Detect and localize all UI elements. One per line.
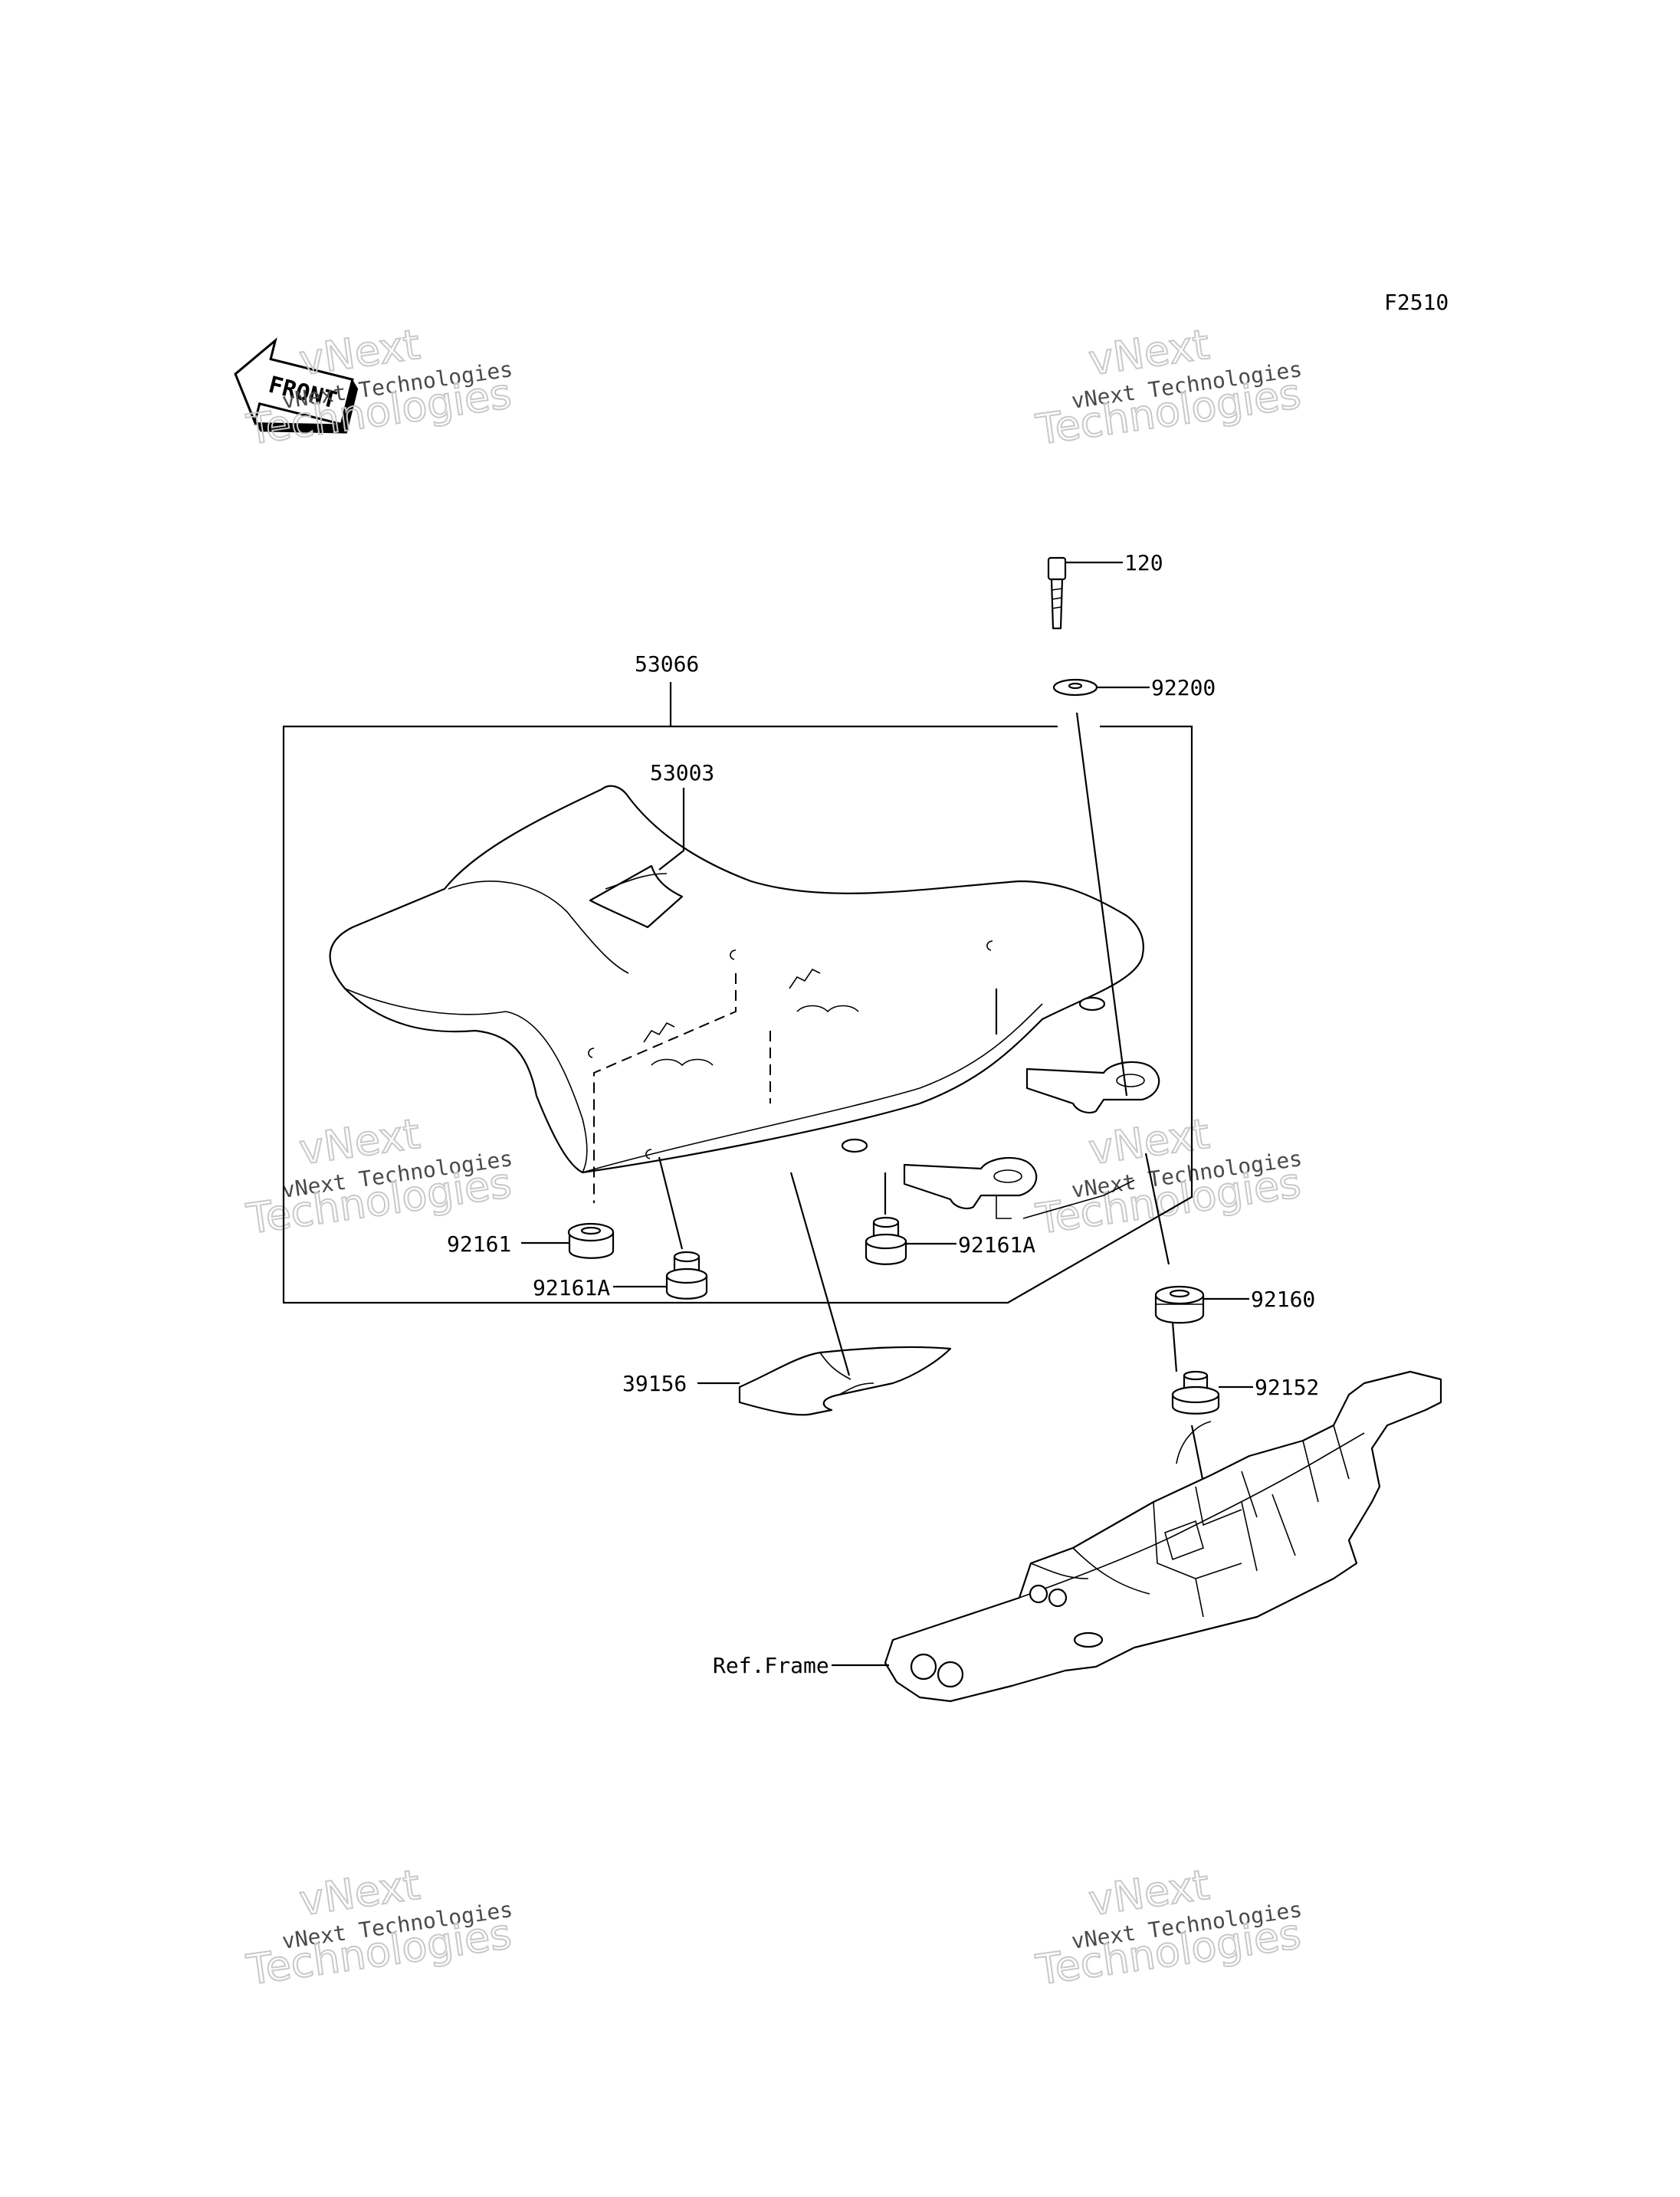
callout-53066: 53066 bbox=[635, 651, 699, 677]
plate-39156 bbox=[738, 1346, 952, 1416]
grommet-92161 bbox=[567, 1222, 615, 1259]
bolt-120 bbox=[1047, 556, 1067, 630]
watermark-top-left: vNext vNext Technologies Technologies bbox=[243, 320, 515, 455]
callout-92200: 92200 bbox=[1151, 675, 1216, 700]
seat bbox=[329, 785, 1160, 1210]
washer-92200 bbox=[1052, 678, 1098, 697]
grommet-92161A-right bbox=[865, 1216, 907, 1265]
callout-92161: 92161 bbox=[447, 1231, 511, 1257]
callout-39156: 39156 bbox=[622, 1371, 687, 1396]
frame bbox=[884, 1370, 1442, 1703]
callout-92161A-left: 92161A bbox=[533, 1275, 610, 1300]
collar-92152 bbox=[1171, 1370, 1220, 1415]
callout-92161A-right: 92161A bbox=[958, 1232, 1035, 1258]
callout-ref-frame: Ref.Frame bbox=[713, 1653, 829, 1678]
front-arrow-icon: FRONT bbox=[234, 337, 359, 434]
watermark-top-right: vNext vNext Technologies Technologies bbox=[1032, 320, 1304, 455]
callout-53003: 53003 bbox=[650, 760, 714, 785]
assembly-bracket-53066 bbox=[282, 682, 1193, 1304]
callout-120: 120 bbox=[1124, 550, 1163, 575]
callout-92152: 92152 bbox=[1255, 1375, 1319, 1400]
callout-92160: 92160 bbox=[1251, 1287, 1315, 1312]
grommet-92161A-left bbox=[665, 1251, 708, 1300]
watermark-mid-left: vNext vNext Technologies Technologies bbox=[243, 1109, 515, 1244]
watermark-mid-right: vNext vNext Technologies Technologies bbox=[1032, 1109, 1304, 1244]
grommet-92160 bbox=[1154, 1285, 1205, 1324]
watermark-bottom-right: vNext vNext Technologies Technologies bbox=[1032, 1860, 1304, 1995]
diagram-code: F2510 bbox=[1384, 290, 1449, 315]
watermark-bottom-left: vNext vNext Technologies Technologies bbox=[243, 1860, 515, 1995]
